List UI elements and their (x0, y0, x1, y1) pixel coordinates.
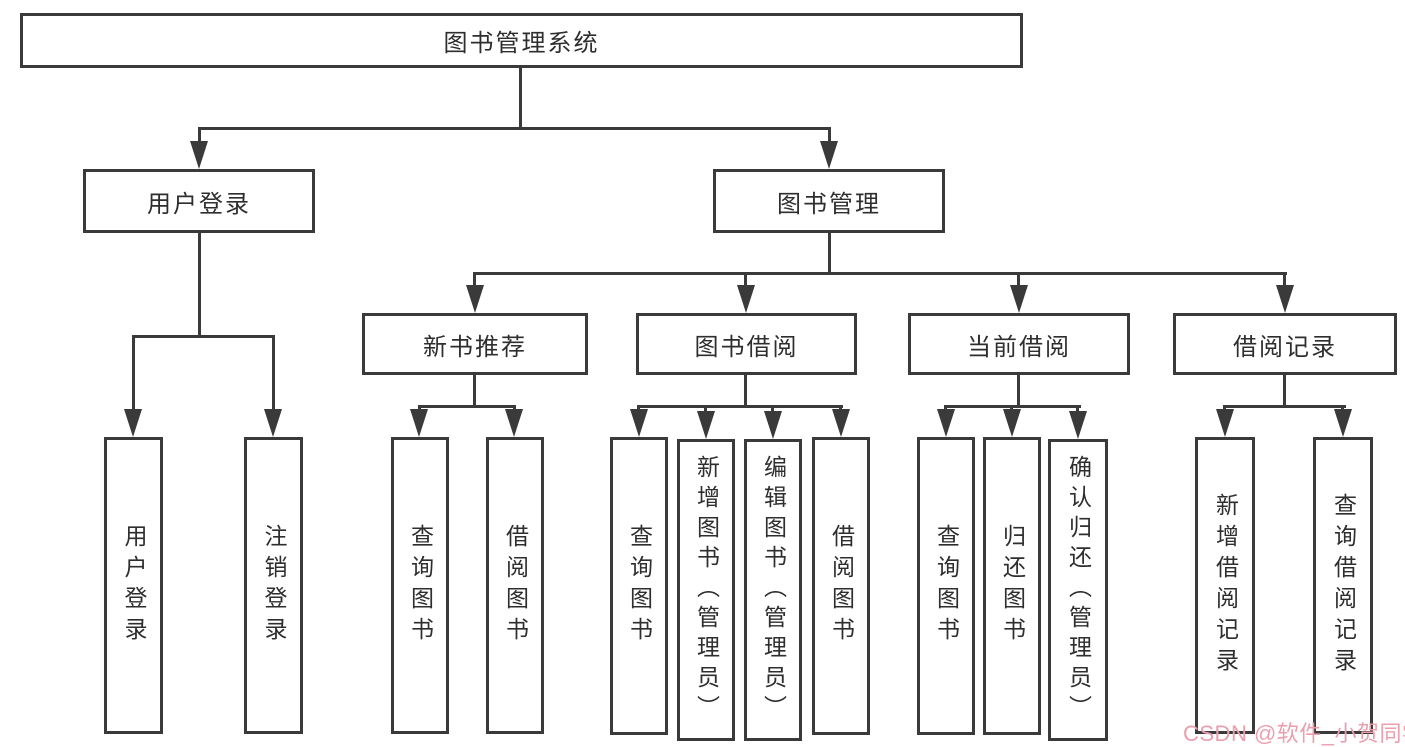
leaf-bb-borrow-books: 借阅图书 (812, 437, 870, 735)
arrowhead-down (820, 141, 838, 169)
leaf-br-query-record: 查询借阅记录 (1313, 437, 1373, 734)
leaf-user-login-label: 用户登录 (121, 523, 147, 648)
node-user-login: 用户登录 (83, 169, 315, 233)
leaf-bb-query-books: 查询图书 (610, 437, 668, 735)
leaf-bb-query-books-label: 查询图书 (626, 524, 653, 648)
connector-line (1223, 405, 1226, 411)
connector-line (1076, 405, 1079, 413)
node-borrow-records: 借阅记录 (1173, 313, 1397, 375)
node-book-borrow-label: 图书借阅 (694, 333, 799, 361)
connector-line (828, 233, 831, 272)
connector-line (473, 375, 476, 405)
arrowhead-down (1216, 409, 1234, 437)
connector-line (198, 127, 201, 141)
connector-line (744, 375, 747, 405)
leaf-br-query-record-label: 查询借阅记录 (1330, 492, 1357, 679)
arrowhead-down (1069, 411, 1087, 439)
leaf-bb-add-books-admin-label: 新增图书（管理员） (693, 455, 720, 725)
arrowhead-down (264, 409, 282, 437)
leaf-bb-edit-books-admin-label: 编辑图书（管理员） (760, 455, 787, 725)
arrowhead-down (410, 409, 428, 437)
leaf-cb-return-books: 归还图书 (983, 437, 1041, 735)
node-book-management-label: 图书管理 (777, 190, 881, 218)
node-root-label: 图书管理系统 (443, 30, 600, 57)
connector-line (1017, 272, 1020, 285)
connector-line (771, 405, 774, 413)
connector-line (1341, 405, 1344, 411)
leaf-rec-borrow-books-label: 借阅图书 (502, 523, 529, 648)
arrowhead-down (697, 411, 715, 439)
connector-line (828, 127, 831, 141)
leaf-bb-add-books-admin: 新增图书（管理员） (677, 439, 735, 741)
arrowhead-down (190, 141, 208, 169)
arrowhead-down (764, 411, 782, 439)
arrowhead-down (1334, 409, 1352, 437)
node-borrow-records-label: 借阅记录 (1233, 333, 1337, 361)
arrowhead-down (466, 285, 484, 313)
connector-line (418, 405, 421, 411)
connector-line (272, 335, 275, 409)
connector-line (744, 272, 747, 285)
leaf-user-login: 用户登录 (104, 437, 163, 734)
leaf-cb-return-books-label: 归还图书 (999, 524, 1026, 648)
leaf-logout: 注销登录 (244, 437, 303, 734)
arrowhead-down (1003, 409, 1021, 437)
connector-line (473, 272, 1287, 275)
connector-line (839, 405, 842, 411)
csdn-watermark: CSDN @软件_小贺同学 (1183, 721, 1405, 746)
arrowhead-down (505, 409, 523, 437)
node-user-login-label: 用户登录 (147, 190, 251, 218)
connector-line (1017, 375, 1020, 405)
node-book-management: 图书管理 (713, 169, 945, 233)
arrowhead-down (1010, 285, 1028, 313)
leaf-rec-borrow-books: 借阅图书 (486, 437, 544, 734)
arrowhead-down (1276, 285, 1294, 313)
connector-line (473, 272, 476, 285)
leaf-br-add-record-label: 新增借阅记录 (1212, 492, 1239, 679)
leaf-cb-query-books: 查询图书 (917, 437, 975, 735)
node-root: 图书管理系统 (20, 13, 1023, 68)
connector-line (132, 335, 275, 338)
connector-line (637, 405, 843, 408)
connector-line (944, 405, 947, 411)
connector-line (704, 405, 707, 413)
leaf-rec-query-books: 查询图书 (391, 437, 449, 734)
arrowhead-down (124, 409, 142, 437)
leaf-br-add-record: 新增借阅记录 (1195, 437, 1255, 734)
arrowhead-down (937, 409, 955, 437)
connector-line (637, 405, 640, 411)
leaf-logout-label: 注销登录 (261, 523, 287, 648)
connector-line (513, 405, 516, 411)
node-current-borrow: 当前借阅 (908, 313, 1130, 375)
leaf-bb-edit-books-admin: 编辑图书（管理员） (744, 439, 802, 741)
connector-line (1223, 405, 1346, 408)
connector-line (519, 68, 522, 127)
arrowhead-down (832, 409, 850, 437)
node-current-borrow-label: 当前借阅 (967, 333, 1071, 361)
connector-line (1010, 405, 1013, 411)
node-book-borrow: 图书借阅 (636, 313, 857, 375)
node-new-book-recommend: 新书推荐 (362, 313, 588, 375)
arrowhead-down (630, 409, 648, 437)
leaf-cb-confirm-return-admin-label: 确认归还（管理员） (1065, 455, 1092, 725)
arrowhead-down (737, 285, 755, 313)
connector-line (198, 233, 201, 335)
connector-line (1283, 272, 1286, 285)
leaf-bb-borrow-books-label: 借阅图书 (828, 524, 855, 648)
leaf-cb-query-books-label: 查询图书 (933, 524, 960, 648)
connector-line (198, 127, 831, 130)
leaf-cb-confirm-return-admin: 确认归还（管理员） (1048, 439, 1108, 741)
connector-line (1283, 375, 1286, 405)
leaf-rec-query-books-label: 查询图书 (407, 523, 434, 648)
connector-line (132, 335, 135, 409)
connector-line (418, 405, 516, 408)
node-new-book-recommend-label: 新书推荐 (423, 333, 527, 361)
